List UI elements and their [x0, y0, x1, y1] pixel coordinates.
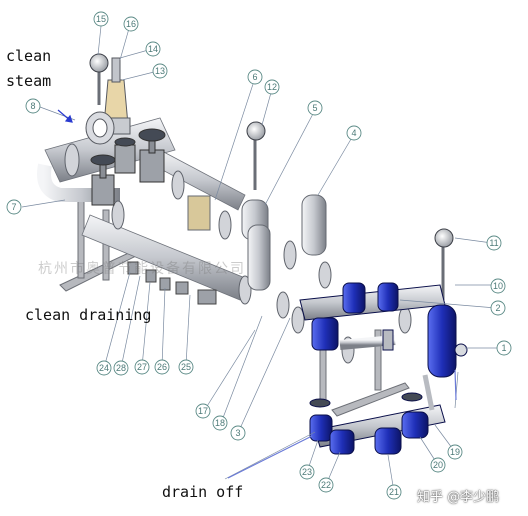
blue-valve-group-upper [299, 282, 468, 378]
drain-off-label: drain off [162, 483, 244, 501]
blue-valve-group-lower [309, 374, 446, 455]
callout-15: 15 [96, 14, 106, 24]
callout-24: 24 [99, 363, 109, 373]
callout-4: 4 [351, 128, 356, 138]
callout-23: 23 [302, 467, 312, 477]
callout-circles [6, 11, 512, 500]
callout-8: 8 [30, 101, 35, 111]
gate-valves [90, 128, 166, 206]
callout-3: 3 [235, 428, 240, 438]
callout-16: 16 [126, 19, 136, 29]
callout-12: 12 [267, 82, 277, 92]
callout-1: 1 [501, 343, 506, 353]
flanges [64, 143, 412, 364]
callout-27: 27 [137, 362, 147, 372]
callout-25: 25 [181, 362, 191, 372]
callout-5: 5 [312, 103, 317, 113]
callout-20: 20 [433, 460, 443, 470]
clean-steam-line2: steam [6, 72, 52, 90]
callout-22: 22 [321, 480, 331, 490]
callout-10: 10 [493, 281, 503, 291]
pressure-gauges [89, 53, 454, 300]
flow-arrows [57, 109, 457, 479]
callout-6: 6 [252, 72, 257, 82]
callout-2: 2 [495, 303, 500, 313]
drain-fittings [127, 261, 217, 305]
callout-18: 18 [215, 418, 225, 428]
company-watermark: 杭州市奥普节能设备有限公司 [38, 261, 246, 277]
callout-13: 13 [155, 66, 165, 76]
separators [187, 194, 327, 291]
callout-7: 7 [11, 202, 16, 212]
clean-draining-label: clean draining [25, 306, 152, 324]
safety-valve [85, 57, 131, 145]
callout-14: 14 [148, 44, 158, 54]
callout-numbers: 1 2 3 4 5 6 7 8 10 11 12 13 14 15 16 17 … [11, 14, 506, 497]
callout-26: 26 [157, 362, 167, 372]
callout-28: 28 [116, 363, 126, 373]
callout-17: 17 [198, 406, 208, 416]
zhihu-credit: 知乎 @李少鹏 [417, 490, 500, 505]
clean-steam-line1: clean [6, 47, 52, 65]
clean-steam-label: clean steam [6, 44, 51, 94]
callout-19: 19 [450, 447, 460, 457]
callout-11: 11 [489, 238, 498, 248]
callout-21: 21 [389, 487, 399, 497]
